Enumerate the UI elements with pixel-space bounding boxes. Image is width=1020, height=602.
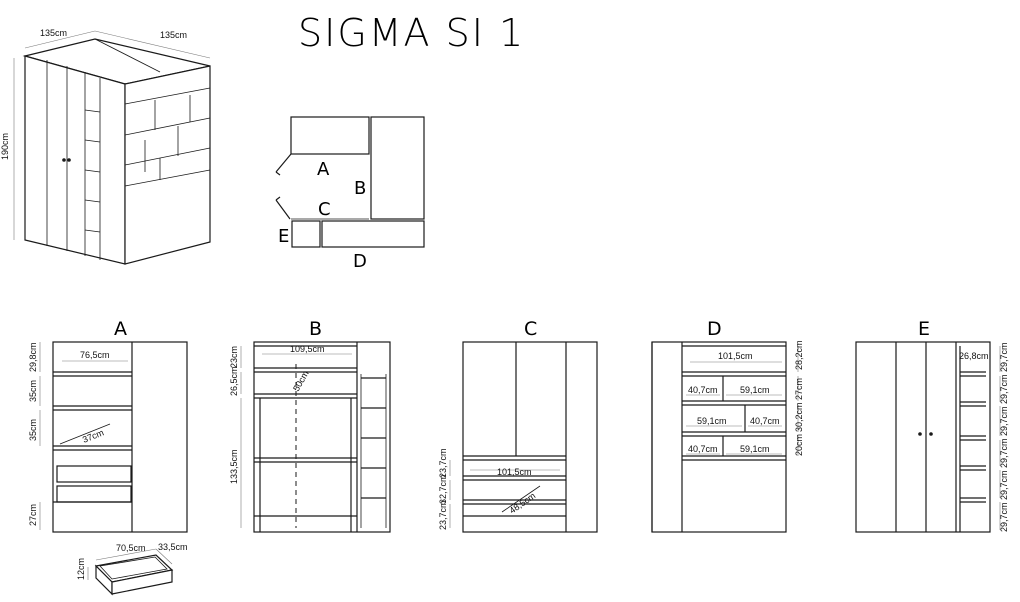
view-c-h2-dim: 32,7cm [438,474,448,504]
view-d-w5-dim: 40,7cm [750,416,780,426]
view-b: B 109,5cm 50cm 23cm 26,5cm 133,5cm [229,318,391,533]
drawer-height-dim: 12cm [76,558,86,580]
view-d-w6-dim: 40,7cm [688,444,718,454]
view-b-label: B [309,318,322,340]
isometric-view: 135cm 135cm 190cm [0,28,211,265]
view-c-label: C [524,318,537,340]
view-e-h6-dim: 29,7cm [999,502,1009,532]
view-d-w3-dim: 59,1cm [740,385,770,395]
view-e-h3-dim: 29,7cm [999,406,1009,436]
view-a: A 76,5cm 37cm 29,8cm 35cm 35cm 27cm [28,318,188,533]
view-e-h1-dim: 29,7cm [999,342,1009,372]
view-c-diag-dim: 48,5cm [507,491,537,516]
plan-label-a: A [317,159,330,180]
view-a-width-dim: 76,5cm [80,350,110,360]
view-c-h1-dim: 23,7cm [438,448,448,478]
view-a-h2-dim: 35cm [28,380,38,402]
view-d-h3-dim: 30,2cm [794,402,804,432]
plan-label-c: C [318,199,331,220]
view-a-h1-dim: 29,8cm [28,342,38,372]
iso-width-dim: 135cm [40,28,67,38]
view-d-width-dim: 101,5cm [718,351,753,361]
view-b-h2-dim: 26,5cm [229,366,239,396]
view-e-h4-dim: 29,7cm [999,438,1009,468]
view-d-h2-dim: 27cm [794,378,804,400]
drawer-width-dim: 70,5cm [116,543,146,553]
view-a-diag-dim: 37cm [81,427,105,445]
plan-label-b: B [354,178,366,199]
view-d: D 101,5cm 40,7cm 59,1cm 59,1cm 40,7cm 40… [651,318,804,533]
drawer-view: 70,5cm 33,5cm 12cm [76,542,188,596]
plan-label-e: E [278,226,289,247]
view-d-h1-dim: 28,2cm [794,340,804,370]
view-d-w4-dim: 59,1cm [697,416,727,426]
view-a-h4-dim: 27cm [28,504,38,526]
view-a-label: A [114,318,127,340]
iso-height-dim: 190cm [0,133,10,160]
view-b-h1-dim: 23cm [229,346,239,368]
view-e-h5-dim: 29,7cm [999,470,1009,500]
view-b-h3-dim: 133,5cm [229,449,239,484]
view-c-h3-dim: 23,7cm [438,500,448,530]
view-e-label: E [918,318,930,340]
view-e-width-dim: 26,8cm [959,351,989,361]
view-d-h4-dim: 20cm [794,434,804,456]
view-d-w2-dim: 40,7cm [688,385,718,395]
drawer-depth-dim: 33,5cm [158,542,188,552]
product-title: SIGMA SI 1 [298,11,525,55]
view-a-h3-dim: 35cm [28,419,38,441]
view-e: E 26,8cm 29,7cm 29,7cm 29,7cm 29,7cm 29,… [855,318,1009,533]
plan-label-d: D [353,251,367,272]
view-c-width-dim: 101,5cm [497,467,532,477]
view-e-h2-dim: 29,7cm [999,374,1009,404]
plan-view: A B C D E [275,116,425,272]
view-d-label: D [707,318,722,340]
view-b-width-dim: 109,5cm [290,344,325,354]
view-d-w7-dim: 59,1cm [740,444,770,454]
view-c: C 101,5cm 48,5cm 23,7cm 32,7cm 23,7cm [438,318,598,533]
iso-depth-dim: 135cm [160,30,187,40]
